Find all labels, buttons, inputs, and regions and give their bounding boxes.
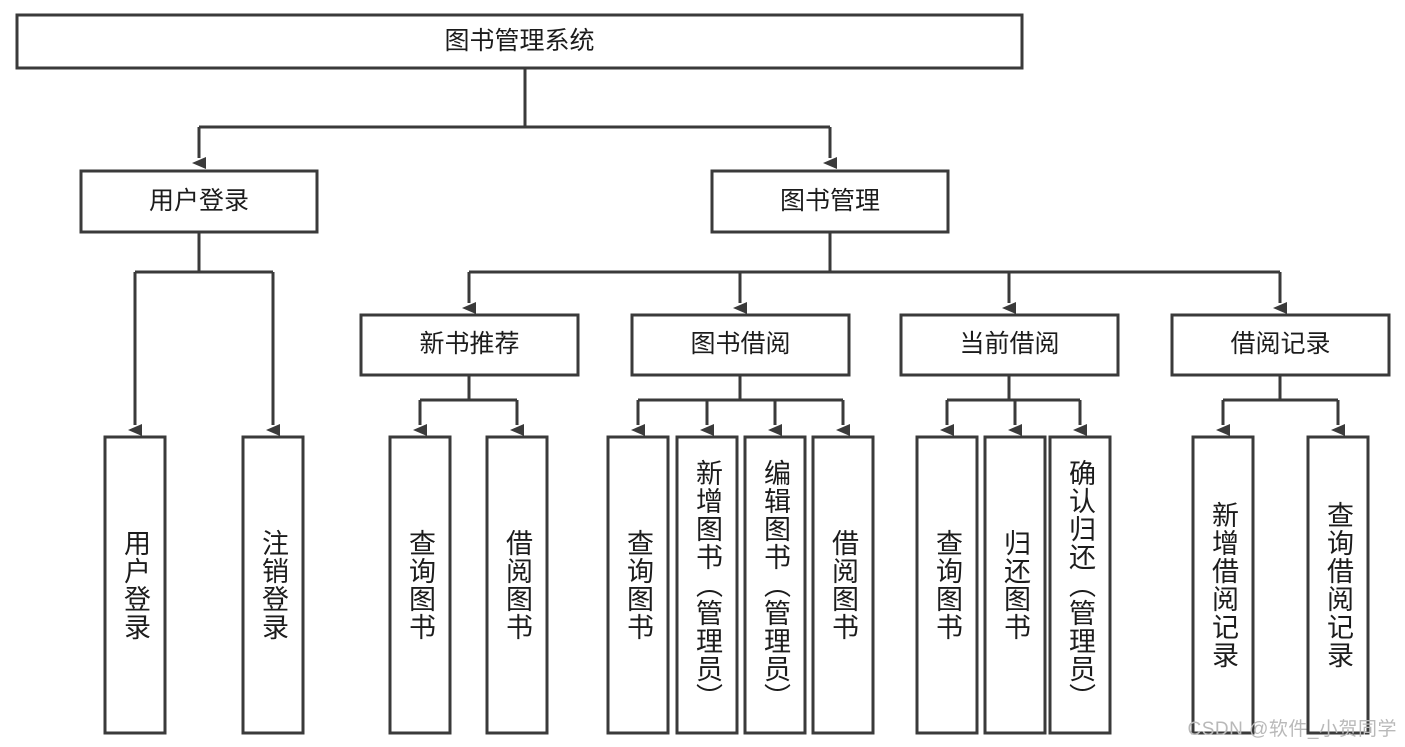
node-box-leaf-borrow-book-1[interactable]	[485, 435, 549, 735]
node-box-leaf-query-book-3[interactable]	[915, 435, 979, 735]
node-box-leaf-query-record[interactable]	[1306, 435, 1370, 735]
node-box-leaf-edit-book[interactable]	[743, 435, 807, 735]
node-box-leaf-confirm-return[interactable]	[1048, 435, 1112, 735]
node-box-leaf-user-login[interactable]	[103, 435, 167, 735]
node-box-root[interactable]	[15, 13, 1024, 70]
node-box-leaf-add-record[interactable]	[1191, 435, 1255, 735]
node-box-book-borrow[interactable]	[630, 313, 851, 377]
node-box-leaf-add-book[interactable]	[675, 435, 739, 735]
watermark-text: CSDN @软件_小贺同学	[1187, 719, 1397, 740]
node-box-leaf-logout-login[interactable]	[241, 435, 305, 735]
node-box-current-borrow[interactable]	[899, 313, 1120, 377]
node-box-leaf-return-book[interactable]	[983, 435, 1047, 735]
node-box-leaf-borrow-book-2[interactable]	[811, 435, 875, 735]
node-box-book-manage[interactable]	[710, 169, 950, 234]
node-box-user-login[interactable]	[79, 169, 319, 234]
node-box-leaf-query-book-1[interactable]	[388, 435, 452, 735]
node-box-borrow-record[interactable]	[1170, 313, 1391, 377]
node-box-new-book-recommend[interactable]	[359, 313, 580, 377]
node-box-leaf-query-book-2[interactable]	[606, 435, 670, 735]
